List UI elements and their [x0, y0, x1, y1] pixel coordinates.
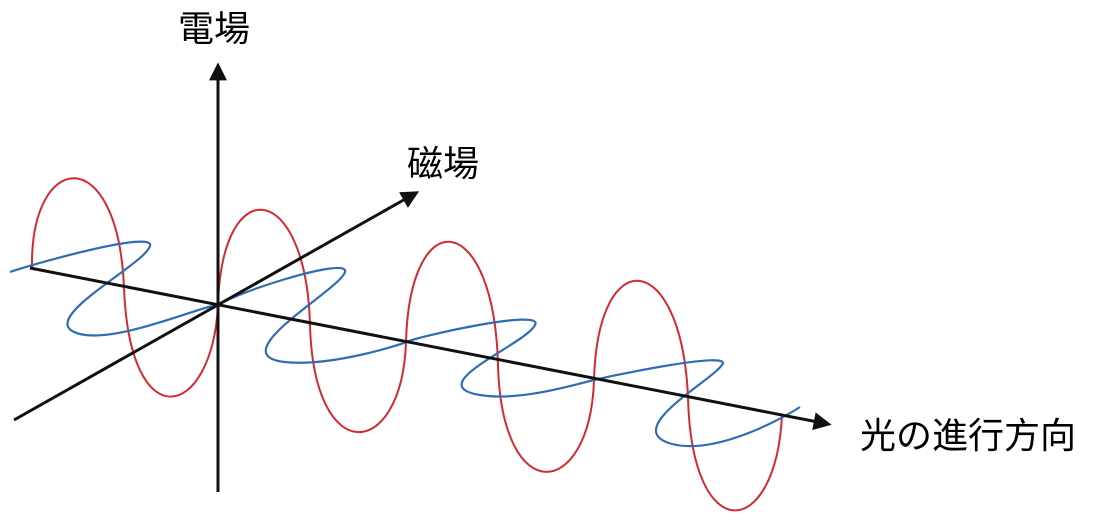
electric-field-wave — [30, 177, 783, 512]
electric-field-label: 電場 — [178, 9, 251, 50]
magnetic-field-wave — [9, 240, 801, 448]
magnetic-field-label: 磁場 — [407, 144, 480, 185]
propagation-direction-label: 光の進行方向 — [860, 416, 1077, 457]
magnetic-field-axis — [13, 191, 420, 422]
propagation-axis — [29, 266, 832, 431]
